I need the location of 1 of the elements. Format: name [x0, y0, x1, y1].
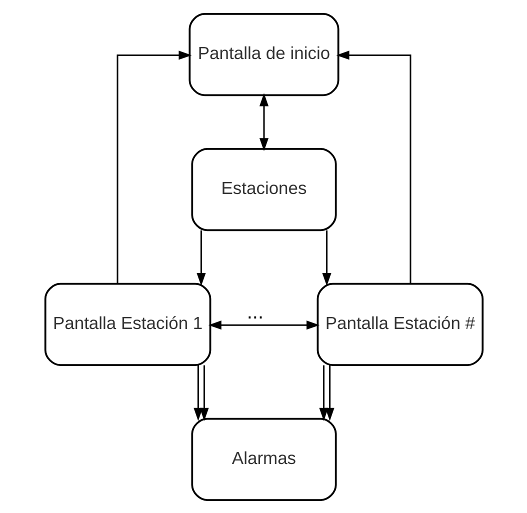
edge-label: ... [246, 301, 264, 324]
